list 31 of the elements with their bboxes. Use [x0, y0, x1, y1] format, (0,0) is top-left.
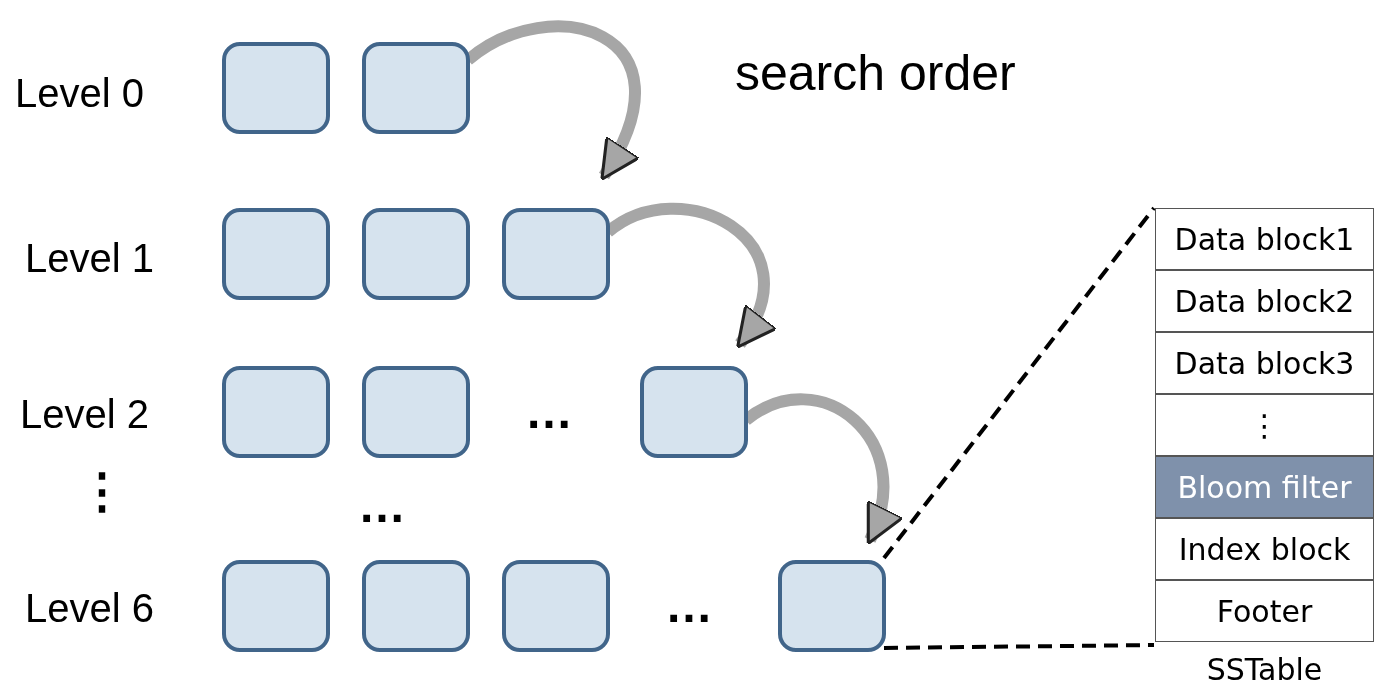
table-row: Bloom filter	[1155, 456, 1374, 518]
ellipsis: …	[525, 388, 573, 436]
level-label: Level 6	[25, 588, 154, 628]
table-row: Data block3	[1155, 332, 1374, 394]
level-label: Level 1	[25, 238, 154, 278]
table-row: Data block1	[1155, 208, 1374, 270]
rounded-box	[640, 366, 748, 458]
ellipsis: ⋮	[78, 468, 126, 516]
rounded-box	[222, 42, 330, 134]
ellipsis: …	[358, 482, 406, 530]
rounded-box	[222, 560, 330, 652]
rounded-box	[222, 208, 330, 300]
rounded-box	[502, 208, 610, 300]
table-row: Index block	[1155, 518, 1374, 580]
level-label: Level 2	[20, 394, 149, 434]
dashed-line	[882, 206, 1156, 560]
dashed-line	[883, 643, 1155, 650]
level-label: Level 0	[15, 73, 144, 113]
rounded-box	[362, 42, 470, 134]
table-caption: SSTable	[1205, 652, 1324, 687]
rounded-box	[222, 366, 330, 458]
table-row: ⋮	[1155, 394, 1374, 456]
ellipsis: …	[665, 582, 713, 630]
annotation: search order	[735, 48, 1016, 98]
table-row: Data block2	[1155, 270, 1374, 332]
rounded-box	[502, 560, 610, 652]
table-row: Footer	[1155, 580, 1374, 642]
rounded-box	[362, 560, 470, 652]
rounded-box	[362, 208, 470, 300]
rounded-box	[778, 560, 886, 652]
rounded-box	[362, 366, 470, 458]
